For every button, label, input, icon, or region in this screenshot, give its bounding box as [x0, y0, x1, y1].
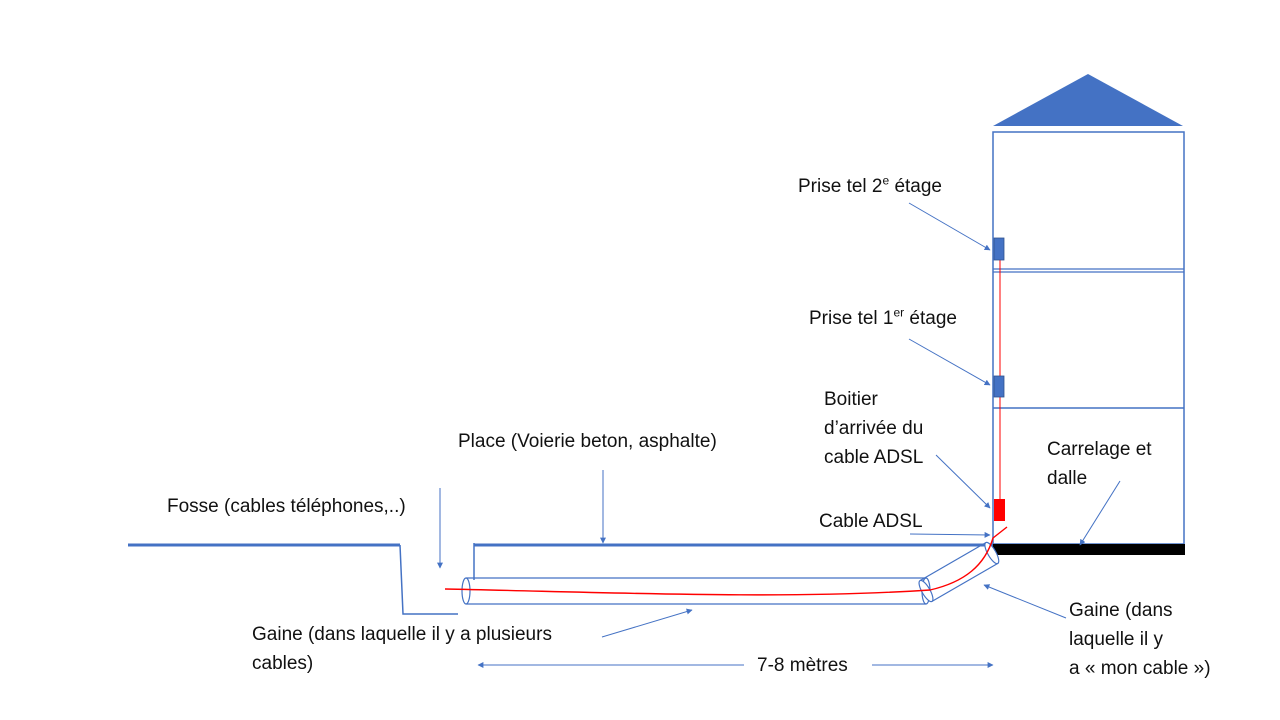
- label-prise1-main: Prise tel 1: [809, 308, 894, 329]
- label-prise1-sup: er: [893, 305, 905, 320]
- label-prise2-main: Prise tel 2: [798, 176, 883, 197]
- label-prise-1er-etage: Prise tel 1er étage: [809, 304, 957, 333]
- slab: [993, 544, 1185, 555]
- label-boitier-line2: d’arrivée du: [824, 418, 924, 439]
- arrow-gaine-2: [983, 584, 1067, 619]
- label-boitier: Boitier d’arrivée du cable ADSL: [824, 385, 923, 472]
- label-gaine2-line1: Gaine (dans: [1069, 600, 1173, 621]
- adsl-cable: [444, 526, 1008, 596]
- adsl-box: [994, 499, 1005, 521]
- label-gaine1-line2: cables): [252, 653, 314, 674]
- label-boitier-line1: Boitier: [824, 389, 878, 410]
- socket-1st-floor: [993, 375, 1005, 398]
- angled-conduit: [918, 541, 1000, 603]
- arrow-carrelage: [1079, 480, 1121, 546]
- label-prise2-tail: étage: [889, 176, 942, 197]
- label-cable-adsl: Cable ADSL: [819, 511, 923, 532]
- arrow-prise2: [908, 202, 991, 251]
- arrow-gaine-1: [601, 608, 693, 638]
- label-carrelage: Carrelage et dalle: [1047, 435, 1152, 493]
- arrow-cable-adsl: [909, 531, 991, 538]
- label-distance: 7-8 mètres: [757, 655, 848, 676]
- arrow-prise1: [908, 338, 991, 386]
- label-gaine2-line2: laquelle il y: [1069, 629, 1163, 650]
- label-fosse: Fosse (cables téléphones,..): [167, 496, 406, 517]
- trench-outline: [399, 544, 458, 615]
- label-gaine-plusieurs: Gaine (dans laquelle il y a plusieurs ca…: [252, 620, 552, 678]
- label-gaine1-line1: Gaine (dans laquelle il y a plusieurs: [252, 624, 552, 645]
- arrow-boitier: [935, 454, 991, 509]
- label-prise-2e-etage: Prise tel 2e étage: [798, 172, 942, 201]
- conduit-end-left: [461, 577, 471, 605]
- socket-2nd-floor: [993, 237, 1005, 261]
- roof: [993, 74, 1183, 126]
- label-place: Place (Voierie beton, asphalte): [458, 431, 717, 452]
- label-gaine2-line3: a « mon cable »): [1069, 658, 1211, 679]
- label-prise1-tail: étage: [904, 308, 957, 329]
- label-boitier-line3: cable ADSL: [824, 447, 924, 468]
- label-carrelage-line1: Carrelage et: [1047, 439, 1152, 460]
- label-carrelage-line2: dalle: [1047, 468, 1088, 489]
- label-prise2-sup: e: [882, 173, 890, 188]
- label-gaine-mon-cable: Gaine (dans laquelle il y a « mon cable …: [1069, 596, 1211, 683]
